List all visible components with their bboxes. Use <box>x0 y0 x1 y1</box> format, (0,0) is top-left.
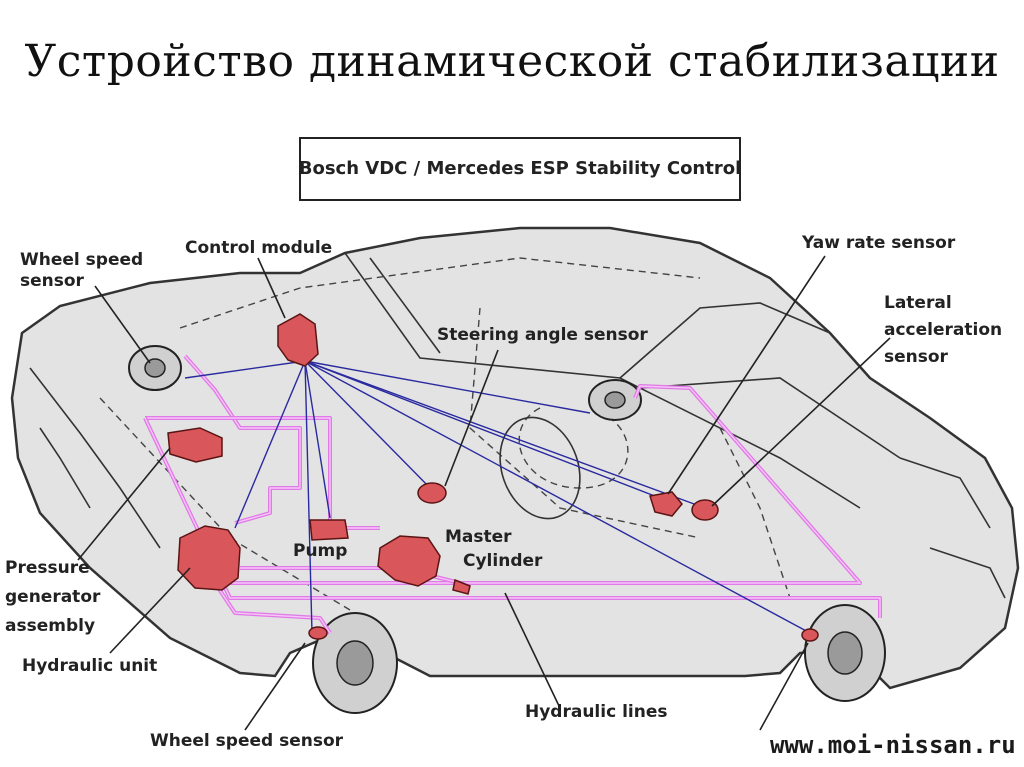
steering-wheel <box>499 416 581 520</box>
label-control-module: Control module <box>185 238 332 258</box>
esp-diagram: Bosch VDC / Mercedes ESP Stability Contr… <box>5 137 1020 759</box>
label-wheel-speed-sensor-rear-2: sensor <box>20 271 85 291</box>
front-wheel-sensor-unit <box>801 628 819 642</box>
header-box-text: Bosch VDC / Mercedes ESP Stability Contr… <box>299 158 742 179</box>
pressure-generator-unit <box>167 427 223 463</box>
label-master-cylinder-1: Master <box>445 527 512 547</box>
slide-title: Устройство динамической стабилизации <box>24 36 1000 87</box>
steering-angle-sensor-unit <box>417 482 447 504</box>
lateral-accel-sensor-unit <box>691 499 719 521</box>
rear-brake-top <box>128 345 182 391</box>
label-lateral-accel-3: sensor <box>884 347 949 367</box>
rear-wheel <box>312 612 398 714</box>
hydraulic-unit-block <box>177 525 241 591</box>
front-wheel <box>804 604 886 702</box>
label-pressure-gen-1: Pressure <box>5 558 90 578</box>
pump-unit <box>309 519 349 541</box>
master-cylinder-unit <box>377 535 471 595</box>
label-lateral-accel-1: Lateral <box>884 293 952 313</box>
leader-lines <box>77 255 891 731</box>
label-hydraulic-unit: Hydraulic unit <box>22 656 157 676</box>
label-master-cylinder-2: Cylinder <box>463 551 543 571</box>
car-body <box>10 226 1020 690</box>
watermark: www.moi-nissan.ru <box>770 731 1016 759</box>
label-wheel-speed-sensor-rear-1: Wheel speed <box>20 250 143 270</box>
label-pump: Pump <box>293 541 347 561</box>
label-pressure-gen-2: generator <box>5 587 101 607</box>
label-lateral-accel-2: acceleration <box>884 320 1002 340</box>
label-hydraulic-lines: Hydraulic lines <box>525 702 668 722</box>
control-module-unit <box>277 313 319 367</box>
header-box <box>299 137 741 201</box>
signal-wires <box>184 360 811 634</box>
label-wheel-speed-sensor-front: Wheel speed sensor <box>150 731 344 751</box>
label-steering-angle-sensor: Steering angle sensor <box>437 325 648 345</box>
label-pressure-gen-3: assembly <box>5 616 95 636</box>
front-brake-top <box>588 379 642 421</box>
label-yaw-rate-sensor: Yaw rate sensor <box>801 233 956 253</box>
rear-wheel-sensor-unit <box>308 626 328 640</box>
